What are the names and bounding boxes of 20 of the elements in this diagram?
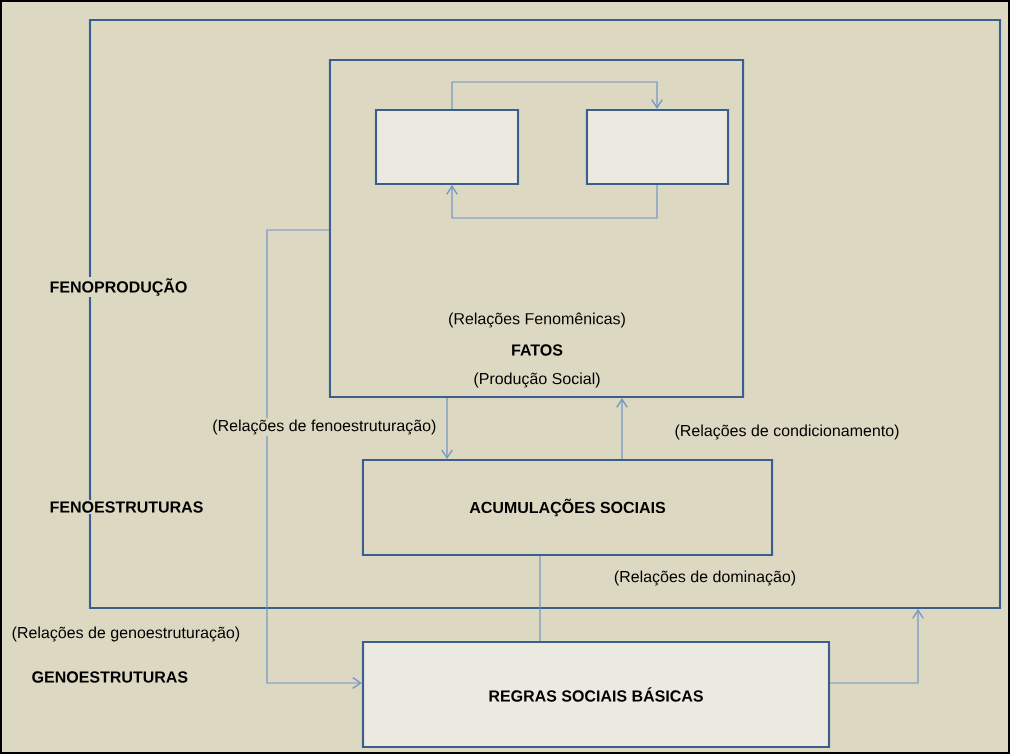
level-label: FENOESTRUTURAS <box>50 501 203 513</box>
process-box: REGRAS SOCIAIS BÁSICAS <box>361 640 831 749</box>
box-subtitle: (Produção Social) <box>474 372 600 388</box>
arrow <box>441 397 453 459</box>
level-label: FENOPRODUÇÃO <box>50 278 187 296</box>
arrow <box>451 81 663 110</box>
arrow <box>829 609 924 684</box>
arrow <box>616 398 628 460</box>
empty-box <box>374 108 520 186</box>
arrow <box>266 229 362 689</box>
edge-label: (Relações de condicionamento) <box>675 424 899 440</box>
process-box: ACUMULAÇÕES SOCIAIS <box>361 458 774 557</box>
edge-label: (Relações de fenoestruturação) <box>213 419 436 435</box>
level-label: GENOESTRUTURAS <box>32 671 188 683</box>
edge-label: (Relações de genoestruturação) <box>12 626 240 642</box>
empty-box <box>585 108 730 186</box>
box-title: FATOS <box>512 344 563 356</box>
box-subtitle: (Relações Fenomênicas) <box>449 312 625 328</box>
edge-label: (Relações de dominação) <box>614 570 796 586</box>
arrow <box>446 184 658 219</box>
